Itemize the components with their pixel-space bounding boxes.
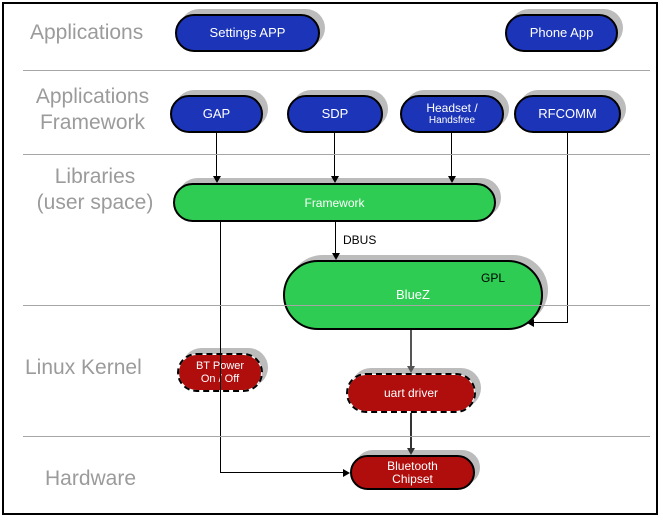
arrow-gap-to-framework <box>216 133 217 177</box>
license-text: GPL <box>481 271 506 285</box>
arrowhead <box>331 176 339 183</box>
node-rfcomm: RFCOMM <box>514 95 621 133</box>
arrow-uart-to-chipset <box>410 413 412 449</box>
arrowhead <box>332 253 340 260</box>
node-framework: Framework <box>173 183 496 222</box>
layer-separator <box>23 70 650 71</box>
arrow-sdp-to-framework <box>334 133 335 177</box>
arrow-framework-to-chipset-horizontal <box>220 472 344 473</box>
node-label: SDP <box>321 106 349 121</box>
node-phone-app: Phone App <box>505 14 618 52</box>
arrow-framework-to-bluez <box>335 222 336 254</box>
bluez-license-label: GPL <box>481 271 505 285</box>
arrowhead <box>527 319 534 327</box>
node-label: Chipset <box>392 471 433 486</box>
layer-label-linux-kernel: Linux Kernel <box>25 355 142 381</box>
node-bluetooth-chipset: Bluetooth Chipset <box>350 455 475 490</box>
node-label: Headset / <box>426 101 478 115</box>
layer-label-text: Framework <box>39 111 145 134</box>
layer-label-app-framework: Applications Framework <box>20 84 165 136</box>
layer-label-libraries: Libraries (user space) <box>20 164 170 216</box>
layer-separator <box>23 305 650 306</box>
node-label: Phone App <box>529 25 594 40</box>
layer-label-text: Libraries <box>54 165 136 188</box>
arrowhead <box>213 176 221 183</box>
layer-label-applications: Applications <box>30 20 143 46</box>
layer-separator <box>23 436 650 437</box>
arrow-framework-to-chipset-vertical <box>220 222 221 472</box>
layer-label-text: Hardware <box>45 467 137 490</box>
layer-label-text: Linux Kernel <box>25 356 142 379</box>
layer-label-text: Applications <box>30 21 144 44</box>
node-label: BlueZ <box>396 287 430 302</box>
node-label: Handsfree <box>428 115 476 126</box>
arrow-headset-to-framework <box>451 133 452 177</box>
node-label: GAP <box>202 106 231 121</box>
arrowhead <box>407 366 415 373</box>
node-headset-handsfree: Headset / Handsfree <box>400 95 504 133</box>
node-label: Framework <box>304 195 365 210</box>
layer-label-hardware: Hardware <box>45 466 136 492</box>
node-label: uart driver <box>383 386 439 400</box>
dbus-edge-label: DBUS <box>343 233 376 247</box>
layer-label-text: (user space) <box>36 191 154 214</box>
arrowhead <box>448 176 456 183</box>
arrowhead <box>343 469 350 477</box>
node-settings-app: Settings APP <box>175 14 320 52</box>
arrowhead <box>407 448 415 455</box>
node-label: RFCOMM <box>538 106 597 121</box>
node-bluez: BlueZ <box>283 260 543 330</box>
node-sdp: SDP <box>287 95 383 133</box>
layer-separator <box>23 154 650 155</box>
node-label: Settings APP <box>209 25 286 40</box>
layer-label-text: Applications <box>35 85 150 108</box>
arrow-rfcomm-to-bluez-vertical <box>567 133 568 323</box>
edge-label-text: DBUS <box>343 233 377 247</box>
diagram-border <box>2 2 658 515</box>
node-gap: GAP <box>170 95 263 133</box>
arrow-bluez-to-uart <box>410 330 412 367</box>
node-uart-driver: uart driver <box>346 373 476 413</box>
arrow-rfcomm-to-bluez-horizontal <box>533 322 568 323</box>
node-label: Bluetooth <box>387 458 438 473</box>
